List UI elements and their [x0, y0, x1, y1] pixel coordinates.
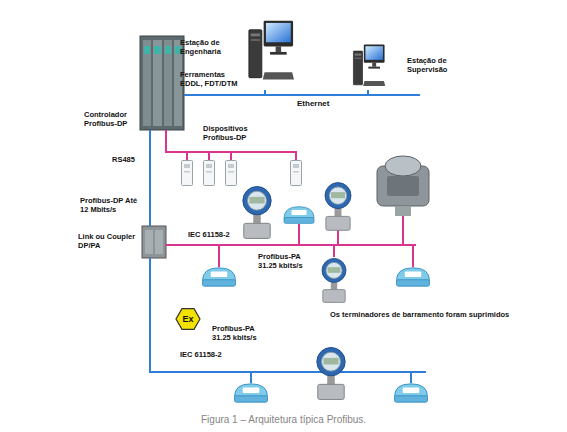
device-node: Estação de Supervisão [345, 40, 475, 90]
dp-devices [182, 161, 302, 186]
bus-connector [166, 130, 175, 152]
profibus-pa-ex-wires [149, 258, 426, 383]
device-node: Dispositivos Profibus-DP [175, 120, 305, 192]
device-node: Link ou Coupler DP/PA [78, 226, 168, 258]
node-subtext: Ferramentas EDDL, FDT/DTM [180, 70, 246, 88]
ethernet-wire [368, 94, 420, 96]
device-node: Controlador Profibus-DP [84, 36, 184, 130]
figure-caption: Figura 1 – Arquitetura típica Profibus. [201, 414, 366, 426]
profibus-dp-wires [175, 152, 297, 160]
node-heading: Estação de Supervisão [407, 56, 471, 74]
ex-field-devices [235, 348, 428, 403]
plc-controller [140, 36, 184, 130]
field-devices [203, 156, 430, 302]
annotation-label: Profibus-PA 31.25 kbits/s [212, 324, 268, 342]
device-node: Estação de EngenhariaFerramentas EDDL, F… [178, 12, 294, 90]
supervision-pc [353, 45, 385, 87]
annotation-label: Profibus-PA 31.25 kbits/s [258, 252, 314, 270]
coupler-icon [142, 226, 166, 258]
annotation-label: IEC 61158-2 [180, 350, 222, 359]
node-heading: Controlador Profibus-DP [84, 110, 138, 128]
annotation-label: Profibus-DP Até 12 Mbits/s [80, 196, 144, 214]
annotation-label: RS485 [112, 155, 135, 164]
annotation-label: Os terminadores de barramento foram supr… [330, 310, 509, 319]
annotation-label: IEC 61158-2 [188, 230, 230, 239]
connector-label: Ethernet [296, 99, 330, 109]
engineering-pc [249, 21, 294, 80]
node-heading: Dispositivos Profibus-DP [203, 124, 277, 142]
node-heading: Estação de Engenharia [180, 38, 240, 56]
annotation-label: Ex [176, 313, 200, 325]
node-heading: Link ou Coupler DP/PA [78, 232, 140, 250]
bus-connector [184, 90, 368, 95]
bus-connector [149, 130, 151, 226]
ex-hexagon [176, 309, 200, 330]
